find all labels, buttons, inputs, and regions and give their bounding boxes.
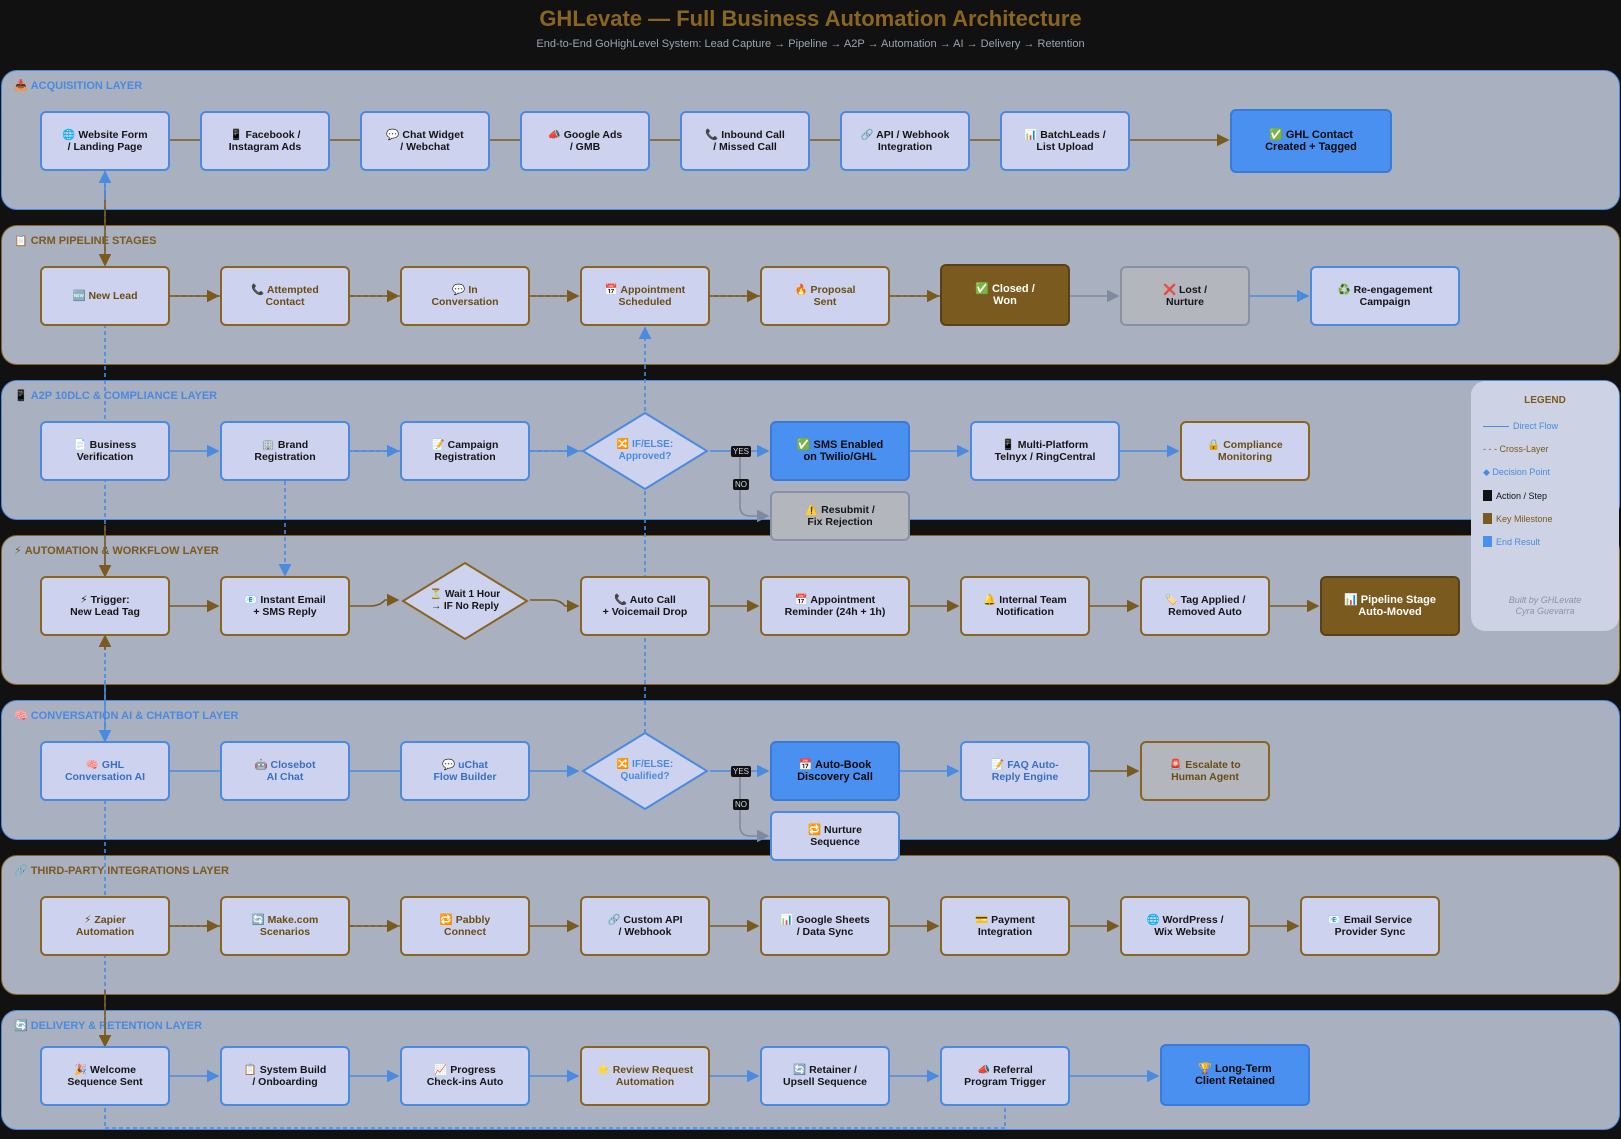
node-referral-program[interactable]: 📣 Referral Program Trigger [940, 1046, 1070, 1106]
node-closebot[interactable]: 🤖 Closebot AI Chat [220, 741, 350, 801]
node-brand-registration[interactable]: 🏢 Brand Registration [220, 421, 350, 481]
phone-icon: 📱 [14, 390, 28, 402]
node-multi-platform[interactable]: 📱 Multi-Platform Telnyx / RingCentral [970, 421, 1120, 481]
page-subtitle: End-to-End GoHighLevel System: Lead Capt… [536, 38, 1085, 50]
line-swatch-icon [1483, 425, 1509, 427]
decision-wait-1-hour[interactable]: ⏳ Wait 1 Hour → IF No Reply [401, 561, 529, 641]
node-uchat[interactable]: 💬 uChat Flow Builder [400, 741, 530, 801]
node-lost-nurture[interactable]: ❌ Lost / Nurture [1120, 266, 1250, 326]
node-reengagement-campaign[interactable]: ♻️ Re-engagement Campaign [1310, 266, 1460, 326]
node-website-form[interactable]: 🌐 Website Form / Landing Page [40, 111, 170, 171]
no-label: NO [733, 479, 749, 490]
milestone-swatch-icon [1483, 513, 1492, 524]
decision-approved[interactable]: 🔀 IF/ELSE: Approved? [581, 411, 709, 491]
node-welcome-sequence[interactable]: 🎉 Welcome Sequence Sent [40, 1046, 170, 1106]
action-swatch-icon [1483, 490, 1492, 501]
brain-icon: 🧠 [14, 710, 28, 722]
node-pipeline-stage-auto-moved[interactable]: 📊 Pipeline Stage Auto-Moved [1320, 576, 1460, 636]
legend-credit: Built by GHLevate Cyra Guevarra [1508, 595, 1582, 616]
node-google-sheets[interactable]: 📊 Google Sheets / Data Sync [760, 896, 890, 956]
decision-qualified[interactable]: 🔀 IF/ELSE: Qualified? [581, 731, 709, 811]
legend-end-result: End Result [1483, 536, 1540, 547]
integrations-layer-title: 🔗THIRD-PARTY INTEGRATIONS LAYER [14, 865, 229, 877]
node-review-request[interactable]: ⭐ Review Request Automation [580, 1046, 710, 1106]
link-icon: 🔗 [14, 865, 28, 877]
delivery-layer-title: 🔄DELIVERY & RETENTION LAYER [14, 1020, 203, 1032]
page-title: GHLevate — Full Business Automation Arch… [539, 6, 1082, 31]
node-in-conversation[interactable]: 💬 In Conversation [400, 266, 530, 326]
node-ghl-contact-created[interactable]: ✅ GHL Contact Created + Tagged [1230, 109, 1392, 173]
node-pabbly[interactable]: 🔁 Pabbly Connect [400, 896, 530, 956]
node-batchleads[interactable]: 📊 BatchLeads / List Upload [1000, 111, 1130, 171]
node-nurture-sequence[interactable]: 🔁 Nurture Sequence [770, 811, 900, 861]
node-retainer-upsell[interactable]: 🔄 Retainer / Upsell Sequence [760, 1046, 890, 1106]
node-long-term-client-retained[interactable]: 🏆 Long-Term Client Retained [1160, 1044, 1310, 1106]
decision-approved-label: 🔀 IF/ELSE: Approved? [616, 439, 674, 462]
node-facebook-ads[interactable]: 📱 Facebook / Instagram Ads [200, 111, 330, 171]
node-appointment-reminder[interactable]: 📅 Appointment Reminder (24h + 1h) [760, 576, 910, 636]
node-resubmit-fix[interactable]: ⚠️ Resubmit / Fix Rejection [770, 491, 910, 541]
node-auto-book-discovery[interactable]: 📅 Auto-Book Discovery Call [770, 741, 900, 801]
node-make-com[interactable]: 🔄 Make.com Scenarios [220, 896, 350, 956]
automation-layer-title: ⚡AUTOMATION & WORKFLOW LAYER [14, 545, 219, 557]
legend-decision-point: ◆ Decision Point [1483, 467, 1550, 477]
node-attempted-contact[interactable]: 📞 Attempted Contact [220, 266, 350, 326]
node-new-lead[interactable]: 🆕 New Lead [40, 266, 170, 326]
node-email-service-provider[interactable]: 📧 Email Service Provider Sync [1300, 896, 1440, 956]
node-inbound-call[interactable]: 📞 Inbound Call / Missed Call [680, 111, 810, 171]
node-appointment-scheduled[interactable]: 📅 Appointment Scheduled [580, 266, 710, 326]
node-wordpress-wix[interactable]: 🌐 WordPress / Wix Website [1120, 896, 1250, 956]
a2p-layer-title: 📱A2P 10DLC & COMPLIANCE LAYER [14, 390, 218, 402]
legend-key-milestone: Key Milestone [1483, 513, 1553, 524]
node-instant-email-sms[interactable]: 📧 Instant Email + SMS Reply [220, 576, 350, 636]
node-zapier[interactable]: ⚡ Zapier Automation [40, 896, 170, 956]
legend: LEGEND Direct Flow - - - Cross-Layer ◆ D… [1471, 381, 1619, 631]
node-compliance-monitoring[interactable]: 🔒 Compliance Monitoring [1180, 421, 1310, 481]
node-tag-applied[interactable]: 🏷️ Tag Applied / Removed Auto [1140, 576, 1270, 636]
cycle-icon: 🔄 [14, 1020, 28, 1032]
ai-layer-title: 🧠CONVERSATION AI & CHATBOT LAYER [14, 710, 239, 722]
node-chat-widget[interactable]: 💬 Chat Widget / Webchat [360, 111, 490, 171]
node-faq-auto-reply[interactable]: 📝 FAQ Auto- Reply Engine [960, 741, 1090, 801]
legend-title: LEGEND [1524, 395, 1566, 406]
node-ghl-conversation-ai[interactable]: 🧠 GHL Conversation AI [40, 741, 170, 801]
node-google-ads[interactable]: 📣 Google Ads / GMB [520, 111, 650, 171]
wait-label: ⏳ Wait 1 Hour → IF No Reply [429, 589, 501, 612]
inbox-icon: 📥 [14, 80, 28, 92]
node-internal-team-notification[interactable]: 🔔 Internal Team Notification [960, 576, 1090, 636]
no-label: NO [733, 799, 749, 810]
clipboard-icon: 📋 [14, 235, 28, 247]
node-campaign-registration[interactable]: 📝 Campaign Registration [400, 421, 530, 481]
end-swatch-icon [1483, 536, 1492, 547]
node-progress-checkins[interactable]: 📈 Progress Check-ins Auto [400, 1046, 530, 1106]
node-system-build[interactable]: 📋 System Build / Onboarding [220, 1046, 350, 1106]
node-api-webhook[interactable]: 🔗 API / Webhook Integration [840, 111, 970, 171]
node-escalate-human[interactable]: 🚨 Escalate to Human Agent [1140, 741, 1270, 801]
node-custom-api[interactable]: 🔗 Custom API / Webhook [580, 896, 710, 956]
legend-action-step: Action / Step [1483, 490, 1547, 501]
legend-cross-layer: - - - Cross-Layer [1483, 444, 1549, 454]
node-auto-call[interactable]: 📞 Auto Call + Voicemail Drop [580, 576, 710, 636]
node-payment-integration[interactable]: 💳 Payment Integration [940, 896, 1070, 956]
lightning-icon: ⚡ [14, 545, 22, 557]
node-closed-won[interactable]: ✅ Closed / Won [940, 264, 1070, 326]
yes-label: YES [731, 766, 752, 777]
node-sms-enabled[interactable]: ✅ SMS Enabled on Twilio/GHL [770, 421, 910, 481]
legend-direct-flow: Direct Flow [1483, 421, 1558, 431]
node-trigger-new-lead[interactable]: ⚡ Trigger: New Lead Tag [40, 576, 170, 636]
decision-qualified-label: 🔀 IF/ELSE: Qualified? [616, 759, 674, 782]
node-proposal-sent[interactable]: 🔥 Proposal Sent [760, 266, 890, 326]
acquisition-layer-title: 📥ACQUISITION LAYER [14, 80, 143, 92]
node-business-verification[interactable]: 📄 Business Verification [40, 421, 170, 481]
pipeline-layer-title: 📋CRM PIPELINE STAGES [14, 235, 157, 247]
yes-label: YES [731, 446, 752, 457]
